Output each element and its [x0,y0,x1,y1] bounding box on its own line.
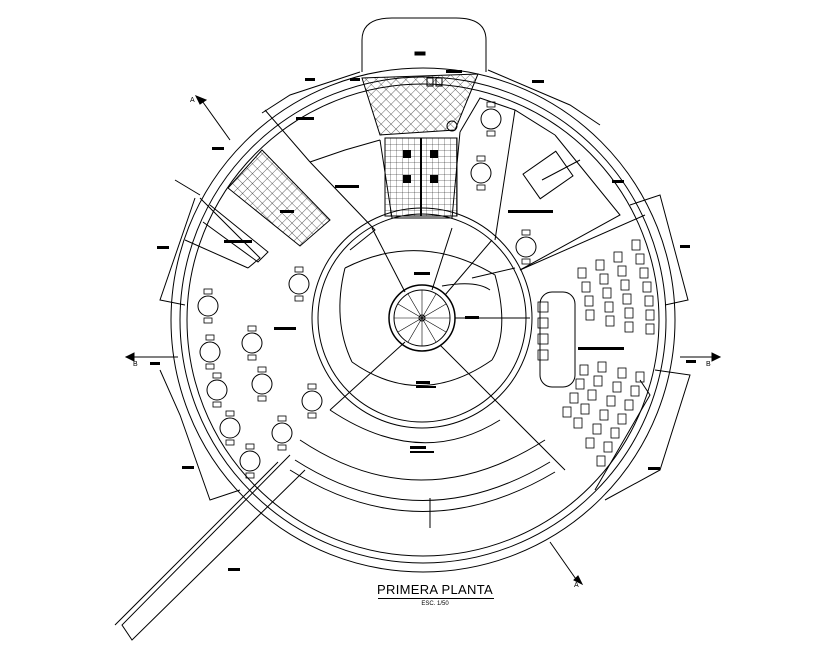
section-mark-b-left: B [133,361,138,368]
section-mark-a-bottom: A [574,582,579,589]
stage-area [339,250,576,388]
chairs [203,101,531,479]
counter-box [522,150,581,200]
left-tables [197,108,537,472]
spiral-stair [388,284,456,352]
top-bulge [361,17,487,72]
title-underline [378,598,494,599]
room-labels [224,70,624,453]
drawing-scale: ESC. 1/50 [421,601,449,607]
section-arrow-b [124,352,722,362]
section-mark-a-top: A [190,97,195,104]
left-hatched-room [227,149,331,247]
auditorium-seating [537,239,655,467]
dimension-labels [150,78,696,571]
outer-buttresses [159,69,691,501]
section-mark-b-right: B [706,361,711,368]
drawing-title: PRIMERA PLANTA [377,582,493,597]
entrance-ramp [114,454,431,641]
kitchen-hatch [361,73,479,136]
restroom-grid [384,137,458,217]
section-arrow-a [194,95,584,586]
lower-hall [289,409,556,512]
